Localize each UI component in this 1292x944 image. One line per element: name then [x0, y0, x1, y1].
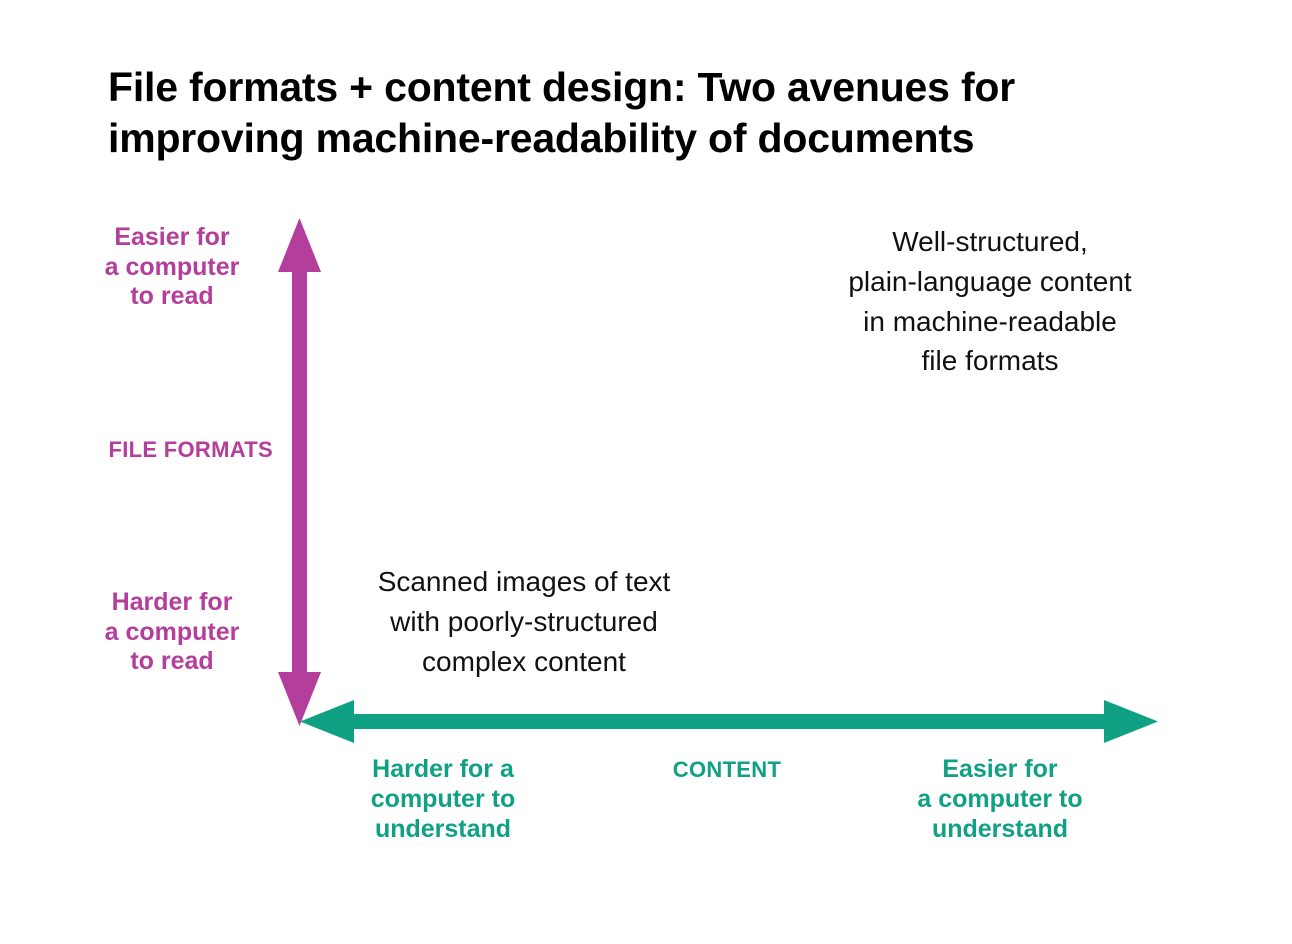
- vertical-bottom-line-1: Harder for: [111, 588, 233, 616]
- top-right-line-3: in machine-readable: [863, 305, 1117, 337]
- vertical-axis-name: FILE FORMATS: [108, 437, 273, 462]
- horizontal-right-line-1: Easier for: [942, 755, 1058, 783]
- horizontal-left-line-1: Harder for a: [372, 755, 514, 783]
- title-line-2: improving machine-readability of documen…: [108, 114, 975, 161]
- horizontal-axis-left-label: Harder for a computer to understand: [318, 754, 568, 844]
- quadrant-annotation-bottom-left: Scanned images of text with poorly-struc…: [322, 562, 726, 681]
- vertical-axis-top-label: Easier for a computer to read: [47, 223, 297, 312]
- bottom-left-line-2: with poorly-structured: [390, 605, 658, 637]
- quadrant-annotation-top-right: Well-structured, plain-language content …: [790, 222, 1190, 381]
- bottom-left-line-3: complex content: [422, 645, 626, 677]
- vertical-axis-bottom-label: Harder for a computer to read: [47, 588, 297, 677]
- vertical-top-line-3: to read: [130, 282, 214, 310]
- top-right-line-2: plain-language content: [848, 265, 1132, 297]
- top-right-line-1: Well-structured,: [892, 226, 1088, 257]
- horizontal-axis-arrow: [300, 700, 1158, 743]
- vertical-bottom-line-3: to read: [130, 647, 214, 675]
- horizontal-axis-right-label: Easier for a computer to understand: [875, 754, 1125, 844]
- horizontal-right-line-2: a computer to: [917, 785, 1083, 813]
- vertical-axis-arrow: [278, 218, 321, 726]
- horizontal-left-line-2: computer to: [370, 785, 516, 813]
- vertical-bottom-line-2: a computer: [104, 617, 240, 646]
- page-title: File formats + content design: Two avenu…: [108, 62, 1178, 164]
- vertical-top-line-2: a computer: [104, 252, 240, 281]
- horizontal-left-line-3: understand: [374, 815, 512, 843]
- horizontal-axis-name: CONTENT: [672, 757, 782, 782]
- bottom-left-line-1: Scanned images of text: [377, 566, 671, 597]
- top-right-line-4: file formats: [921, 345, 1059, 377]
- vertical-top-line-1: Easier for: [114, 223, 230, 251]
- horizontal-right-line-3: understand: [931, 815, 1069, 843]
- title-line-1: File formats + content design: Two avenu…: [108, 64, 1015, 110]
